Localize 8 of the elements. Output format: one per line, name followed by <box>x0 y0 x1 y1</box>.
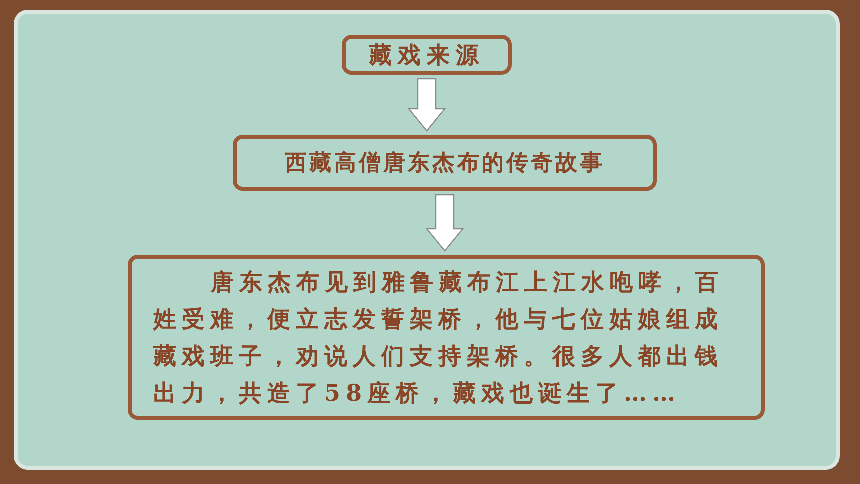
box-label: 西藏高僧唐东杰布的传奇故事 <box>285 149 605 178</box>
title-box <box>342 35 512 75</box>
box-label: 藏戏来源 <box>369 40 485 70</box>
story-box <box>128 255 765 420</box>
subtitle-box <box>233 135 657 191</box>
block-arrow <box>426 194 464 252</box>
story-paragraph: 唐东杰布见到雅鲁藏布江上江水咆哮，百姓受难，便立志发誓架桥，他与七位姑娘组成藏戏班子，劝说人们支持架桥。很多人都出钱出力，共造了58座桥，藏戏也诞生了…… <box>154 268 725 408</box>
block-arrow <box>408 78 446 132</box>
